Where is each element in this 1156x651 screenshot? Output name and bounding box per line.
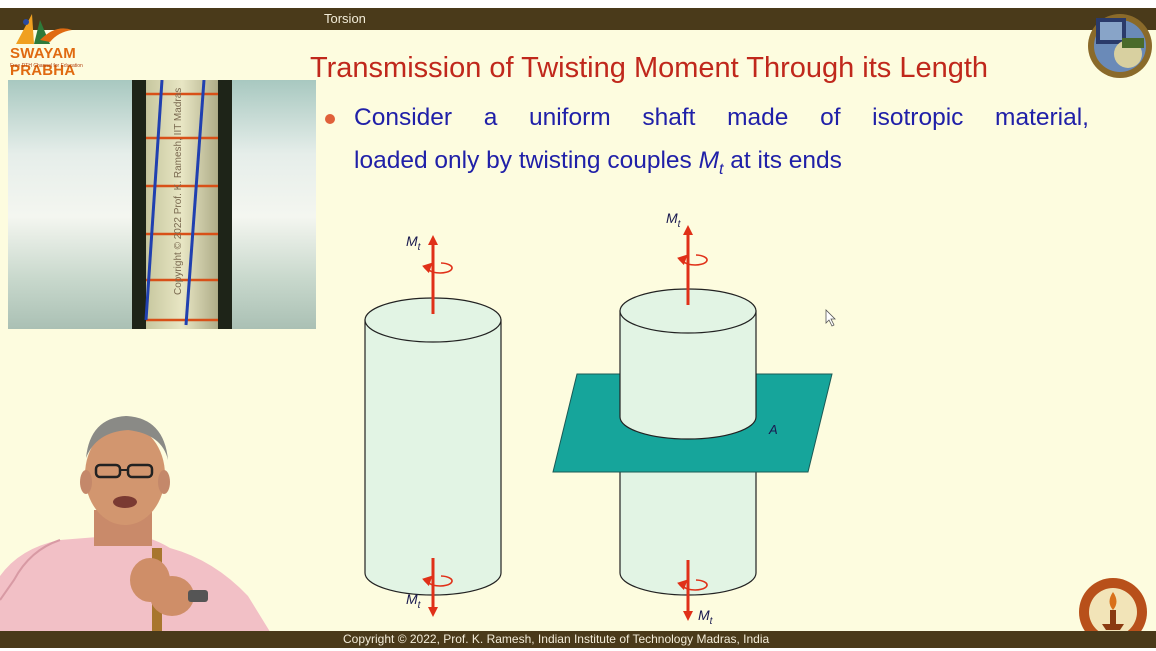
right-shaft-upper <box>620 289 756 439</box>
mouse-cursor-icon <box>826 310 835 326</box>
course-badge-icon <box>1086 10 1154 80</box>
presenter-image <box>0 400 300 648</box>
moment-label-right-top: Mt <box>666 210 682 230</box>
left-shaft <box>365 298 501 595</box>
footer-copyright: Copyright © 2022, Prof. K. Ramesh, India… <box>343 632 769 646</box>
bottom-bar: Copyright © 2022, Prof. K. Ramesh, India… <box>0 631 1156 648</box>
moment-label-left-top: Mt <box>406 233 422 253</box>
moment-label-right-bottom: Mt <box>698 607 714 627</box>
section-label-a: A <box>768 422 778 437</box>
slide: Torsion SWAYAM PRABHA Free DTH Channel f… <box>0 8 1156 648</box>
presenter-video <box>0 400 300 648</box>
